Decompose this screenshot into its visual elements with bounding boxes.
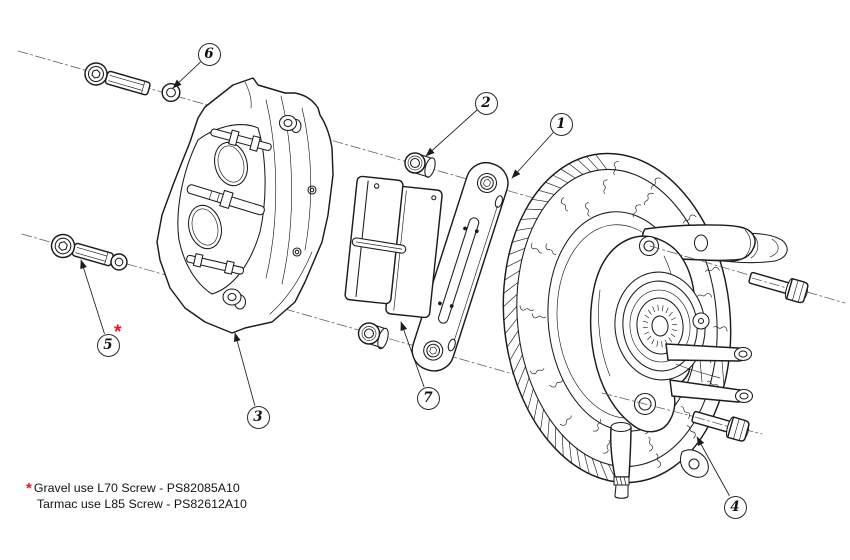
callout-4: 4 <box>723 495 747 519</box>
callout-7: 7 <box>416 386 440 410</box>
pad-pin-bushing-lower <box>357 322 389 350</box>
callout-1: 1 <box>549 112 573 136</box>
brake-caliper <box>156 77 334 334</box>
callout-2: 2 <box>474 91 498 115</box>
callout-5: 5 <box>96 333 120 357</box>
footnote-gravel-line: Gravel use L70 Screw - PS82085A10 <box>33 481 240 495</box>
pad-pin-bushing-upper <box>404 152 436 178</box>
hub-spline-bore <box>642 304 678 348</box>
brake-pad-inner <box>344 175 404 305</box>
callout-5-asterisk: * <box>114 322 122 343</box>
footnote-asterisk-icon: * <box>26 480 32 497</box>
caliper-screw-lower <box>50 233 114 267</box>
washer-lower <box>110 253 128 271</box>
callout-3: 3 <box>246 405 270 429</box>
caliper-screw-upper <box>84 62 151 96</box>
hex-bolt-lower <box>691 410 750 442</box>
ball-joint-stem <box>610 421 632 499</box>
piston-seal-lower <box>188 204 222 250</box>
piston-seal-upper <box>214 141 248 187</box>
rotor-vane-hatch <box>502 154 627 483</box>
washer-upper <box>161 82 181 103</box>
pad-spring-clip <box>351 237 407 254</box>
callout-6: 6 <box>197 42 221 66</box>
footnote-tarmac-line: Tarmac use L85 Screw - PS82612A10 <box>36 496 247 511</box>
caliper-mounting-bracket <box>411 161 509 372</box>
callout-leaders <box>80 61 730 496</box>
hex-bolt-upper <box>748 271 809 304</box>
footnote: * Gravel use L70 Screw - PS82085A10 Tarm… <box>26 481 247 512</box>
steering-knuckle <box>589 224 788 499</box>
